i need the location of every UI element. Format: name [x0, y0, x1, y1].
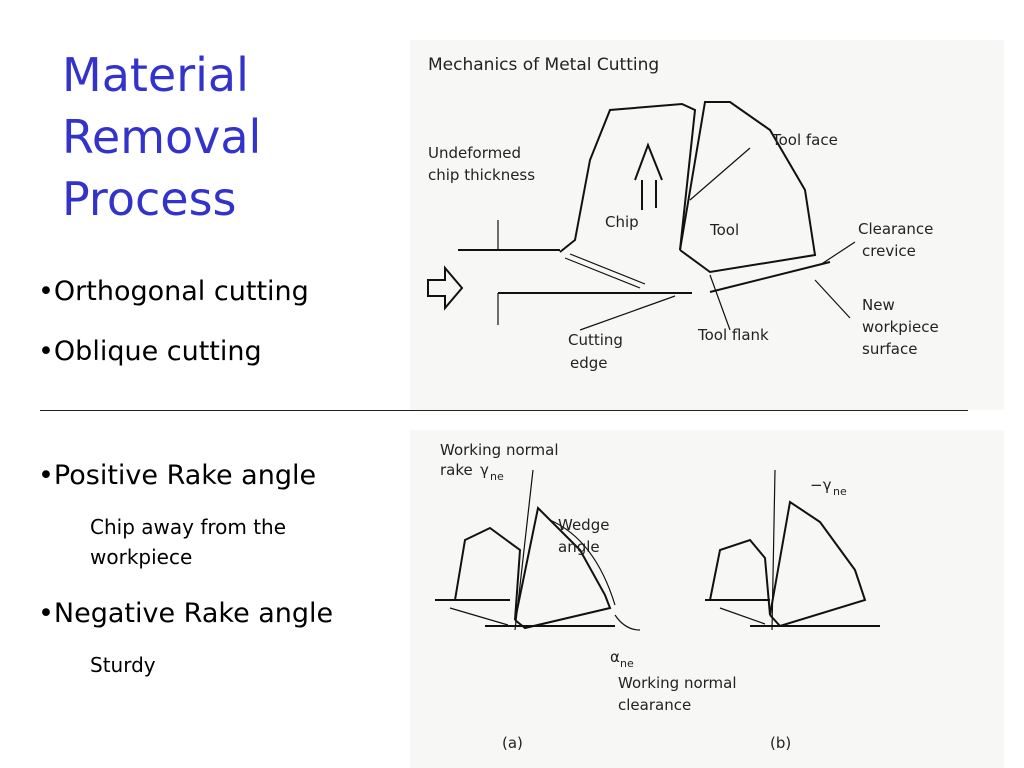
- chip-shape: [559, 102, 697, 253]
- label-clearance: Clearance: [858, 220, 933, 238]
- divider-line: [40, 410, 968, 411]
- tool-a: [514, 505, 612, 630]
- bullet-positive-rake: •Positive Rake angle: [38, 460, 317, 491]
- label-angle: angle: [558, 538, 600, 556]
- label-working-normal: Working normal: [440, 441, 559, 459]
- new-surface-line: [709, 261, 831, 293]
- figure-title: Mechanics of Metal Cutting: [428, 55, 659, 75]
- leader-clearance: [819, 241, 856, 266]
- leader-tool-flank: [709, 274, 731, 331]
- label-tool-flank: Tool flank: [697, 326, 769, 344]
- label-a: (a): [502, 734, 523, 752]
- shear-a: [449, 607, 509, 626]
- bullet-oblique-cutting: •Oblique cutting: [38, 336, 262, 367]
- label-clearance-2: clearance: [618, 696, 691, 714]
- label-gamma-sub: ne: [490, 470, 504, 483]
- label-tool: Tool: [709, 221, 739, 239]
- feed-arrow: [427, 265, 464, 311]
- label-edge: edge: [570, 354, 608, 372]
- label-gamma: γ: [480, 461, 489, 479]
- label-undeformed: Undeformed: [428, 144, 521, 162]
- label-cutting: Cutting: [568, 331, 623, 349]
- shear-b: [719, 607, 766, 625]
- chip-flow-arrow: [634, 142, 663, 181]
- label-neg-gamma-sub: ne: [833, 485, 847, 498]
- label-working-normal-2: Working normal: [618, 674, 737, 692]
- figure-metal-cutting: Mechanics of Metal Cutting: [410, 40, 1004, 410]
- label-tool-face: Tool face: [771, 131, 838, 149]
- tool-b: [769, 500, 867, 628]
- title-line-3: Process: [62, 172, 237, 226]
- label-b: (b): [770, 734, 791, 752]
- label-alpha-sub: ne: [620, 657, 634, 670]
- leader-cutting-edge: [579, 295, 676, 331]
- bullet-negative-rake: •Negative Rake angle: [38, 598, 334, 629]
- label-surface: surface: [862, 340, 917, 358]
- title-line-2: Removal: [62, 110, 262, 164]
- bullet-orthogonal-cutting: •Orthogonal cutting: [38, 276, 309, 307]
- label-chip: Chip: [605, 213, 639, 231]
- tool-shape: [679, 101, 817, 274]
- sub-positive-rake: Chip away from the workpiece: [90, 515, 287, 569]
- figure-rake-angles: Working normal rake γ ne −γ ne Wedge ang…: [410, 430, 1004, 768]
- chip-a: [454, 526, 522, 621]
- normal-line-a: [514, 469, 534, 631]
- label-workpiece: workpiece: [862, 318, 939, 336]
- label-crevice: crevice: [862, 242, 916, 260]
- wedge-arc: [549, 519, 616, 606]
- shear-line-2: [569, 253, 646, 285]
- label-alpha: α: [610, 648, 620, 666]
- shear-line-1: [564, 257, 641, 289]
- sub-negative-rake: Sturdy: [90, 653, 156, 677]
- title-line-1: Material: [62, 48, 249, 102]
- normal-line-b: [771, 469, 776, 631]
- label-neg-gamma: −γ: [810, 476, 832, 494]
- leader-new-surface: [814, 279, 851, 319]
- label-new: New: [862, 296, 895, 314]
- label-chip-thickness: chip thickness: [428, 166, 535, 184]
- slide-title: Material Removal Process: [62, 44, 322, 230]
- leader-tool-face: [689, 147, 751, 201]
- chip-b: [709, 538, 771, 616]
- label-rake: rake: [440, 461, 473, 479]
- label-wedge: Wedge: [558, 516, 609, 534]
- clearance-arc: [614, 614, 641, 631]
